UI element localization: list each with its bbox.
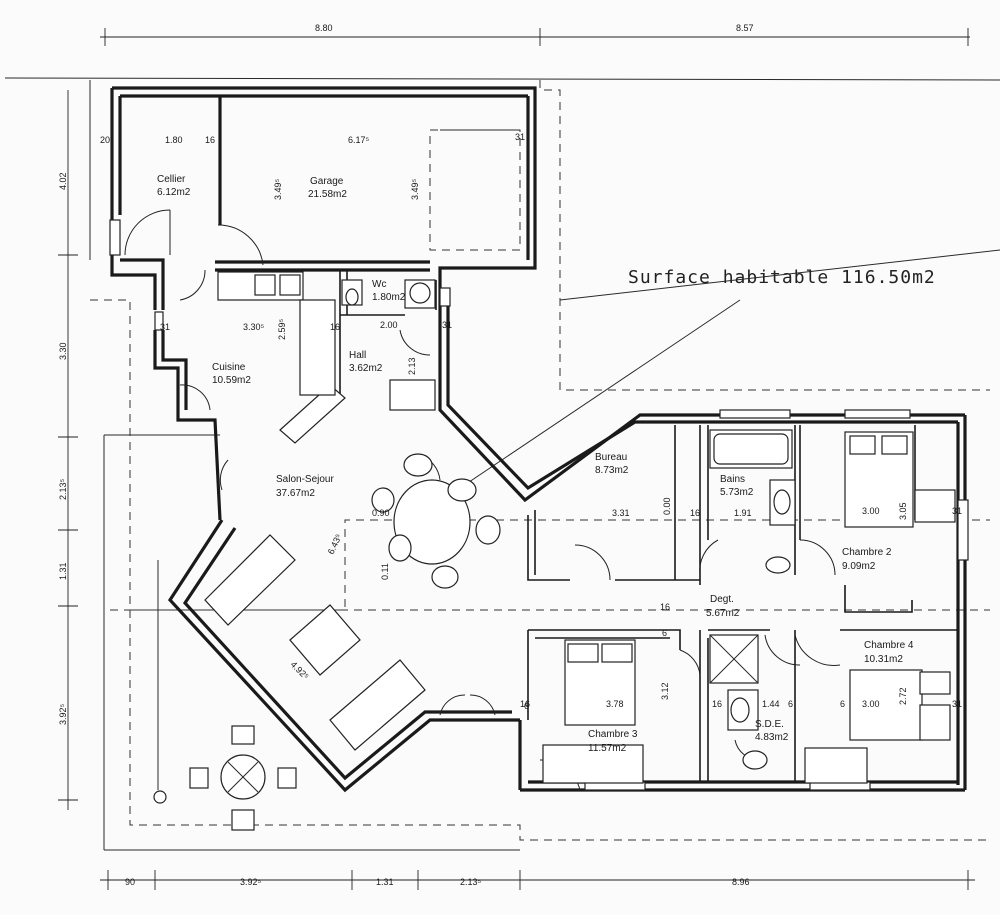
garage-door (429, 129, 521, 251)
dim-kitchen-width: 3.30⁵ (243, 322, 265, 332)
room-chambre2-area: 9.09m2 (842, 561, 876, 572)
dim-kitchen-height: 2.59⁵ (277, 318, 287, 340)
room-wc-area: 1.80m2 (372, 292, 406, 303)
dim-left-side: 20 (100, 135, 110, 145)
dim-hall-height: 2.13 (407, 357, 417, 375)
room-chambre3-name: Chambre 3 (588, 729, 638, 740)
dim-bureau-height: 0.00 (662, 497, 672, 515)
dim-chambre2-side: 31 (952, 506, 962, 516)
dim-garage-height-1: 3.49⁵ (273, 178, 283, 200)
dim-left-392: 3.92⁵ (58, 703, 68, 725)
dim-bottom-213: 2.13⁵ (460, 877, 482, 887)
room-degt-name: Degt. (710, 594, 734, 605)
dim-diagonal-1: 6.43⁵ (326, 532, 344, 556)
dim-sde-side: 16 (712, 699, 722, 709)
room-chambre4-name: Chambre 4 (864, 640, 914, 651)
room-bains-name: Bains (720, 474, 745, 485)
dim-misc-6a: 6 (524, 701, 529, 711)
dim-bureau-width: 3.31 (612, 508, 630, 518)
room-salon-area: 37.67m2 (276, 488, 315, 499)
dim-misc-6c: 6 (788, 699, 793, 709)
room-chambre2-name: Chambre 2 (842, 547, 892, 558)
dim-salon-depth: 0.90 (372, 508, 390, 518)
room-sde-name: S.D.E. (755, 719, 784, 730)
dim-bains-side: 16 (690, 508, 700, 518)
room-bains-area: 5.73m2 (720, 487, 754, 498)
dimension-labels: 8.80 8.57 1.80 16 6.17⁵ 20 3.49⁵ 3.49⁵ 3… (58, 23, 962, 887)
dim-hall-side: 31 (442, 320, 452, 330)
room-wc-name: Wc (372, 279, 386, 290)
dim-left-131: 1.31 (58, 562, 68, 580)
dim-chambre3-height: 3.12 (660, 682, 670, 700)
dim-salon-depth-2: 0.11 (380, 563, 390, 580)
dimension-lines (4, 28, 1000, 890)
dim-sde-width: 1.44 (762, 699, 780, 709)
dim-misc-6d: 6 (840, 699, 845, 709)
room-salon-name: Salon-Sejour (276, 474, 334, 485)
room-hall-name: Hall (349, 350, 366, 361)
room-chambre4-area: 10.31m2 (864, 654, 903, 665)
dim-cellier-width: 1.80 (165, 135, 183, 145)
dim-bottom-131: 1.31 (376, 877, 394, 887)
dim-bottom-90: 90 (125, 877, 135, 887)
dim-kitchen-side: 31 (160, 322, 170, 332)
dim-chambre2-width: 3.00 (862, 506, 880, 516)
dim-left-402: 4.02 (58, 172, 68, 190)
dim-left-213: 2.13⁵ (58, 478, 68, 500)
dim-top-right: 8.57 (736, 23, 754, 33)
dim-bains-width: 1.91 (734, 508, 752, 518)
dim-top-left: 8.80 (315, 23, 333, 33)
room-garage-name: Garage (310, 176, 344, 187)
walls (109, 86, 969, 793)
dim-chambre3-side: 16 (520, 699, 530, 709)
room-cellier-name: Cellier (157, 174, 186, 185)
room-cellier-area: 6.12m2 (157, 187, 191, 198)
dim-chambre4-height: 2.72 (898, 687, 908, 705)
dim-degt-side: 16 (660, 602, 670, 612)
dim-left-330: 3.30 (58, 342, 68, 360)
dim-bottom-392: 3.92⁵ (240, 877, 262, 887)
dim-chambre4-width: 3.00 (862, 699, 880, 709)
room-cuisine-name: Cuisine (212, 362, 246, 373)
room-bureau-name: Bureau (595, 452, 627, 463)
room-labels: Cellier 6.12m2 Garage 21.58m2 Wc 1.80m2 … (157, 174, 914, 754)
room-bureau-area: 8.73m2 (595, 465, 629, 476)
dim-hall-width: 2.00 (380, 320, 398, 330)
room-degt-area: 5.67m2 (706, 608, 740, 619)
room-garage-area: 21.58m2 (308, 189, 347, 200)
room-chambre3-area: 11.57m2 (588, 743, 627, 754)
room-sde-area: 4.83m2 (755, 732, 789, 743)
dim-chambre2-height: 3.05 (898, 502, 908, 520)
dim-hall-side-2: 16 (330, 322, 340, 332)
room-hall-area: 3.62m2 (349, 363, 383, 374)
dashed-outlines (90, 80, 1000, 851)
dim-diagonal-2: 4.92⁵ (289, 659, 311, 681)
dim-bottom-896: 8.96 (732, 877, 750, 887)
room-cuisine-area: 10.59m2 (212, 375, 251, 386)
dim-chambre4-side: 31 (952, 699, 962, 709)
surface-habitable-title: Surface habitable 116.50m2 (628, 267, 936, 288)
dim-cellier-side: 16 (205, 135, 215, 145)
dim-garage-height-2: 3.49⁵ (410, 178, 420, 200)
dim-misc-31a: 31 (515, 132, 525, 142)
dim-misc-6b: 6 (662, 628, 667, 638)
dim-chambre3-width: 3.78 (606, 699, 624, 709)
dim-garage-width: 6.17⁵ (348, 135, 370, 145)
furniture (153, 271, 956, 831)
